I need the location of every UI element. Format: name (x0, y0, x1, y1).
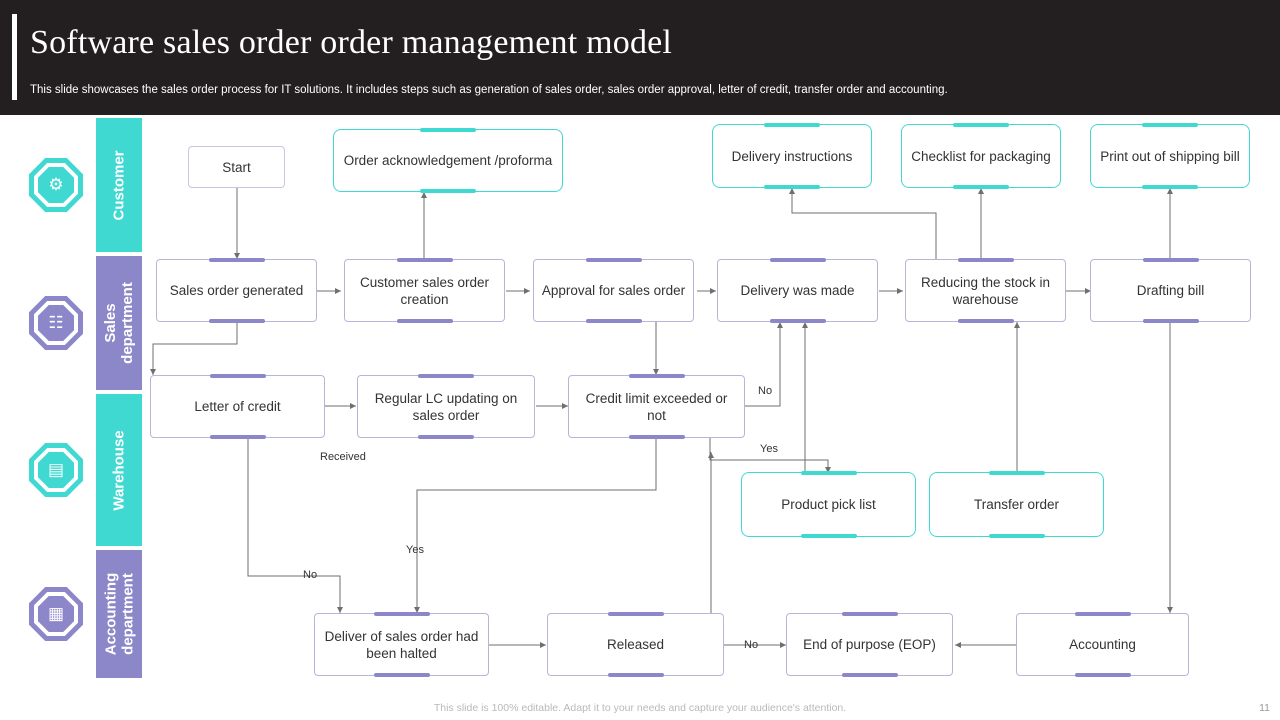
node-print-out-shipping-bill[interactable]: Print out of shipping bill (1090, 123, 1250, 189)
edge-label-no-credit: No (758, 385, 773, 397)
node-released[interactable]: Released (547, 612, 724, 677)
sales-department-icon: ☷ (29, 296, 83, 350)
lane-sales-department-label: Sales department (102, 282, 136, 364)
node-customer-sales-order-creation[interactable]: Customer sales order creation (344, 258, 505, 323)
node-letter-of-credit-label: Letter of credit (194, 399, 281, 414)
node-delivery-instructions[interactable]: Delivery instructions (712, 123, 872, 189)
page-number: 11 (1259, 702, 1270, 714)
lane-accounting-department-label: Accounting department (102, 572, 136, 656)
node-product-pick-list-label: Product pick list (781, 497, 876, 512)
edge-label-received: Received (320, 451, 366, 463)
edge-label-yes-lc: Yes (406, 544, 424, 556)
customer-icon: ⚙ (29, 158, 83, 212)
node-reducing-stock-warehouse-label: Reducing the stock in warehouse (920, 274, 1051, 307)
node-checklist-for-packaging[interactable]: Checklist for packaging (901, 123, 1061, 189)
lane-accounting-department: Accounting department (96, 550, 142, 678)
node-deliver-halted-label: Deliver of sales order had been halted (324, 628, 479, 661)
customer-icon-glyph: ⚙ (48, 175, 64, 194)
node-end-of-purpose-label: End of purpose (EOP) (803, 637, 936, 652)
node-transfer-order-label: Transfer order (973, 497, 1060, 512)
lane-customer-label: Customer (110, 149, 128, 221)
node-sales-order-generated[interactable]: Sales order generated (156, 258, 317, 323)
footer-note: This slide is 100% editable. Adapt it to… (433, 702, 847, 714)
lane-customer: Customer (96, 118, 142, 252)
node-order-acknowledgement[interactable]: Order acknowledgement /proforma (333, 128, 563, 193)
warehouse-icon: ▤ (29, 443, 83, 497)
node-approval-for-sales-order-label: Approval for sales order (541, 283, 686, 298)
edge-label-no-lc: No (303, 569, 318, 581)
node-regular-lc-updating-label: Regular LC updating on sales order (374, 390, 518, 423)
node-deliver-halted[interactable]: Deliver of sales order had been halted (314, 612, 489, 677)
node-delivery-was-made-label: Delivery was made (740, 283, 855, 298)
lane-sales-department: Sales department (96, 256, 142, 390)
page-subtitle: This slide showcases the sales order pro… (30, 84, 948, 96)
lane-warehouse-label: Warehouse (110, 429, 128, 511)
bar-top (420, 128, 476, 132)
node-approval-for-sales-order[interactable]: Approval for sales order (533, 258, 694, 323)
warehouse-icon-glyph: ▤ (47, 460, 65, 479)
node-print-out-shipping-bill-label: Print out of shipping bill (1100, 148, 1240, 164)
header-accent (12, 14, 17, 100)
accounting-department-icon: ▦ (29, 587, 83, 641)
node-start-label: Start (222, 159, 251, 175)
page-title: Software sales order order management mo… (30, 24, 673, 61)
edge-label-yes-credit: Yes (760, 443, 778, 455)
node-reducing-stock-warehouse[interactable]: Reducing the stock in warehouse (905, 258, 1066, 323)
lane-warehouse: Warehouse (96, 394, 142, 546)
node-credit-limit-exceeded[interactable]: Credit limit exceeded or not (568, 374, 745, 439)
edge-label-no-released: No (744, 639, 759, 651)
node-letter-of-credit[interactable]: Letter of credit (150, 374, 325, 439)
node-drafting-bill[interactable]: Drafting bill (1090, 258, 1251, 323)
node-delivery-was-made[interactable]: Delivery was made (717, 258, 878, 323)
node-checklist-for-packaging-label: Checklist for packaging (911, 148, 1051, 164)
node-delivery-instructions-label: Delivery instructions (731, 148, 853, 164)
sales-department-icon-glyph: ☷ (48, 313, 64, 332)
header-bar: Software sales order order management mo… (0, 0, 1280, 115)
node-start[interactable]: Start (188, 146, 285, 188)
node-drafting-bill-label: Drafting bill (1136, 283, 1205, 298)
node-released-label: Released (606, 637, 665, 652)
node-credit-limit-exceeded-label: Credit limit exceeded or not (585, 390, 728, 423)
node-accounting-label: Accounting (1069, 637, 1136, 652)
node-product-pick-list[interactable]: Product pick list (741, 471, 916, 538)
node-customer-sales-order-creation-label: Customer sales order creation (359, 274, 490, 307)
node-end-of-purpose[interactable]: End of purpose (EOP) (786, 612, 953, 677)
node-accounting[interactable]: Accounting (1016, 612, 1189, 677)
node-order-acknowledgement-label: Order acknowledgement /proforma (343, 153, 553, 168)
node-sales-order-generated-label: Sales order generated (169, 283, 304, 298)
bar-bottom (420, 189, 476, 193)
node-transfer-order[interactable]: Transfer order (929, 471, 1104, 538)
node-regular-lc-updating[interactable]: Regular LC updating on sales order (357, 374, 535, 439)
accounting-department-icon-glyph: ▦ (47, 604, 65, 623)
